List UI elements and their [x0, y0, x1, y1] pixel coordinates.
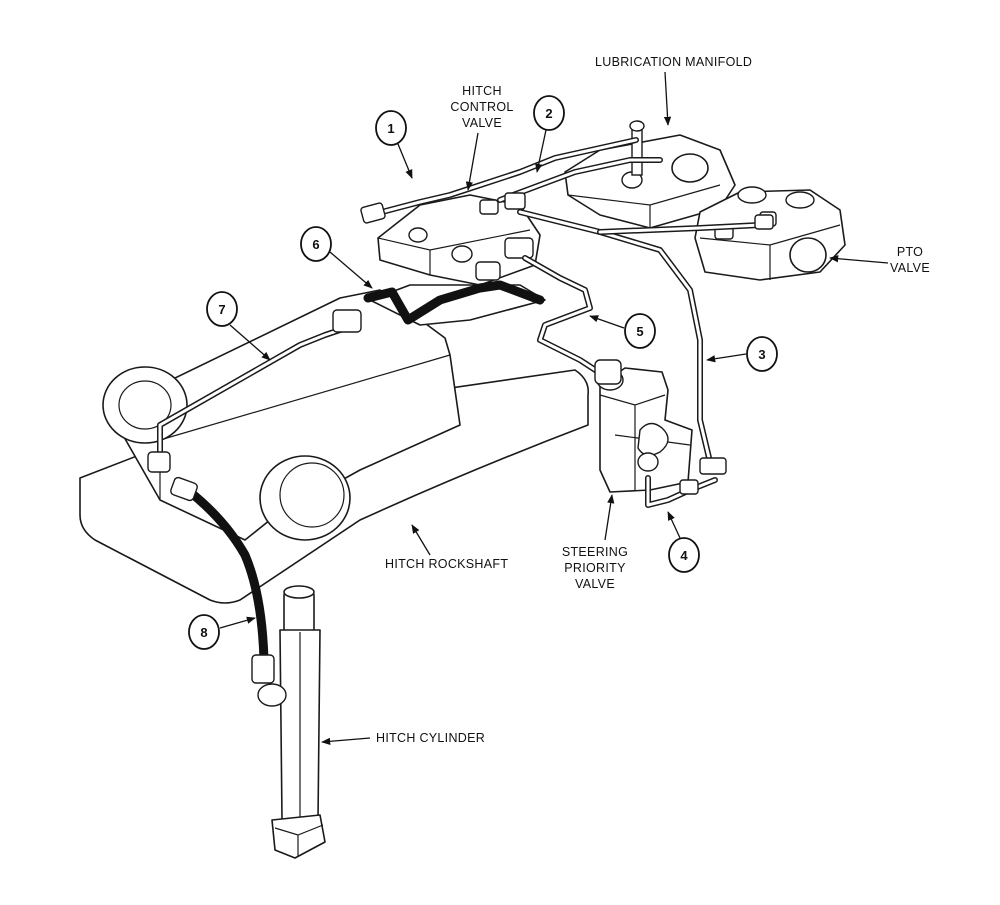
label-pto-line1: PTO: [897, 245, 923, 259]
svg-text:1: 1: [387, 121, 394, 136]
hitch-rockshaft-housing: [79, 284, 590, 604]
label-steering-line1: STEERING: [562, 545, 628, 559]
callout-3: 3: [706, 336, 778, 372]
callout-1: 1: [375, 110, 413, 179]
label-priority-line2: PRIORITY: [564, 561, 626, 575]
label-valve-line3: VALVE: [462, 116, 502, 130]
pto-valve: [694, 186, 846, 281]
label-control-line2: CONTROL: [450, 100, 513, 114]
svg-text:7: 7: [218, 302, 225, 317]
svg-text:5: 5: [636, 324, 643, 339]
callouts: 1 2 3 4 5 6 7: [188, 95, 778, 650]
hitch-cylinder: [271, 585, 326, 859]
label-lubrication-manifold: LUBRICATION MANIFOLD: [595, 55, 752, 69]
part-labels: LUBRICATION MANIFOLD HITCH CONTROL VALVE…: [321, 55, 930, 745]
callout-6: 6: [300, 226, 373, 289]
label-pto-line2: VALVE: [890, 261, 930, 275]
callout-2: 2: [533, 95, 565, 173]
hitch-control-valve: [377, 194, 541, 286]
label-hitch-cylinder: HITCH CYLINDER: [376, 731, 485, 745]
callout-4: 4: [667, 511, 700, 573]
label-valve-line3: VALVE: [575, 577, 615, 591]
fittings: [147, 192, 774, 707]
label-hitch-rockshaft: HITCH ROCKSHAFT: [385, 557, 508, 571]
svg-text:3: 3: [758, 347, 765, 362]
lubrication-manifold: [564, 120, 736, 229]
svg-text:2: 2: [545, 106, 552, 121]
svg-text:8: 8: [200, 625, 207, 640]
svg-text:6: 6: [312, 237, 319, 252]
svg-text:4: 4: [680, 548, 688, 563]
callout-5: 5: [589, 313, 656, 349]
steering-priority-valve: [596, 367, 693, 493]
callout-7: 7: [206, 291, 271, 361]
label-hitch-line1: HITCH: [462, 84, 502, 98]
callout-8: 8: [188, 614, 256, 650]
